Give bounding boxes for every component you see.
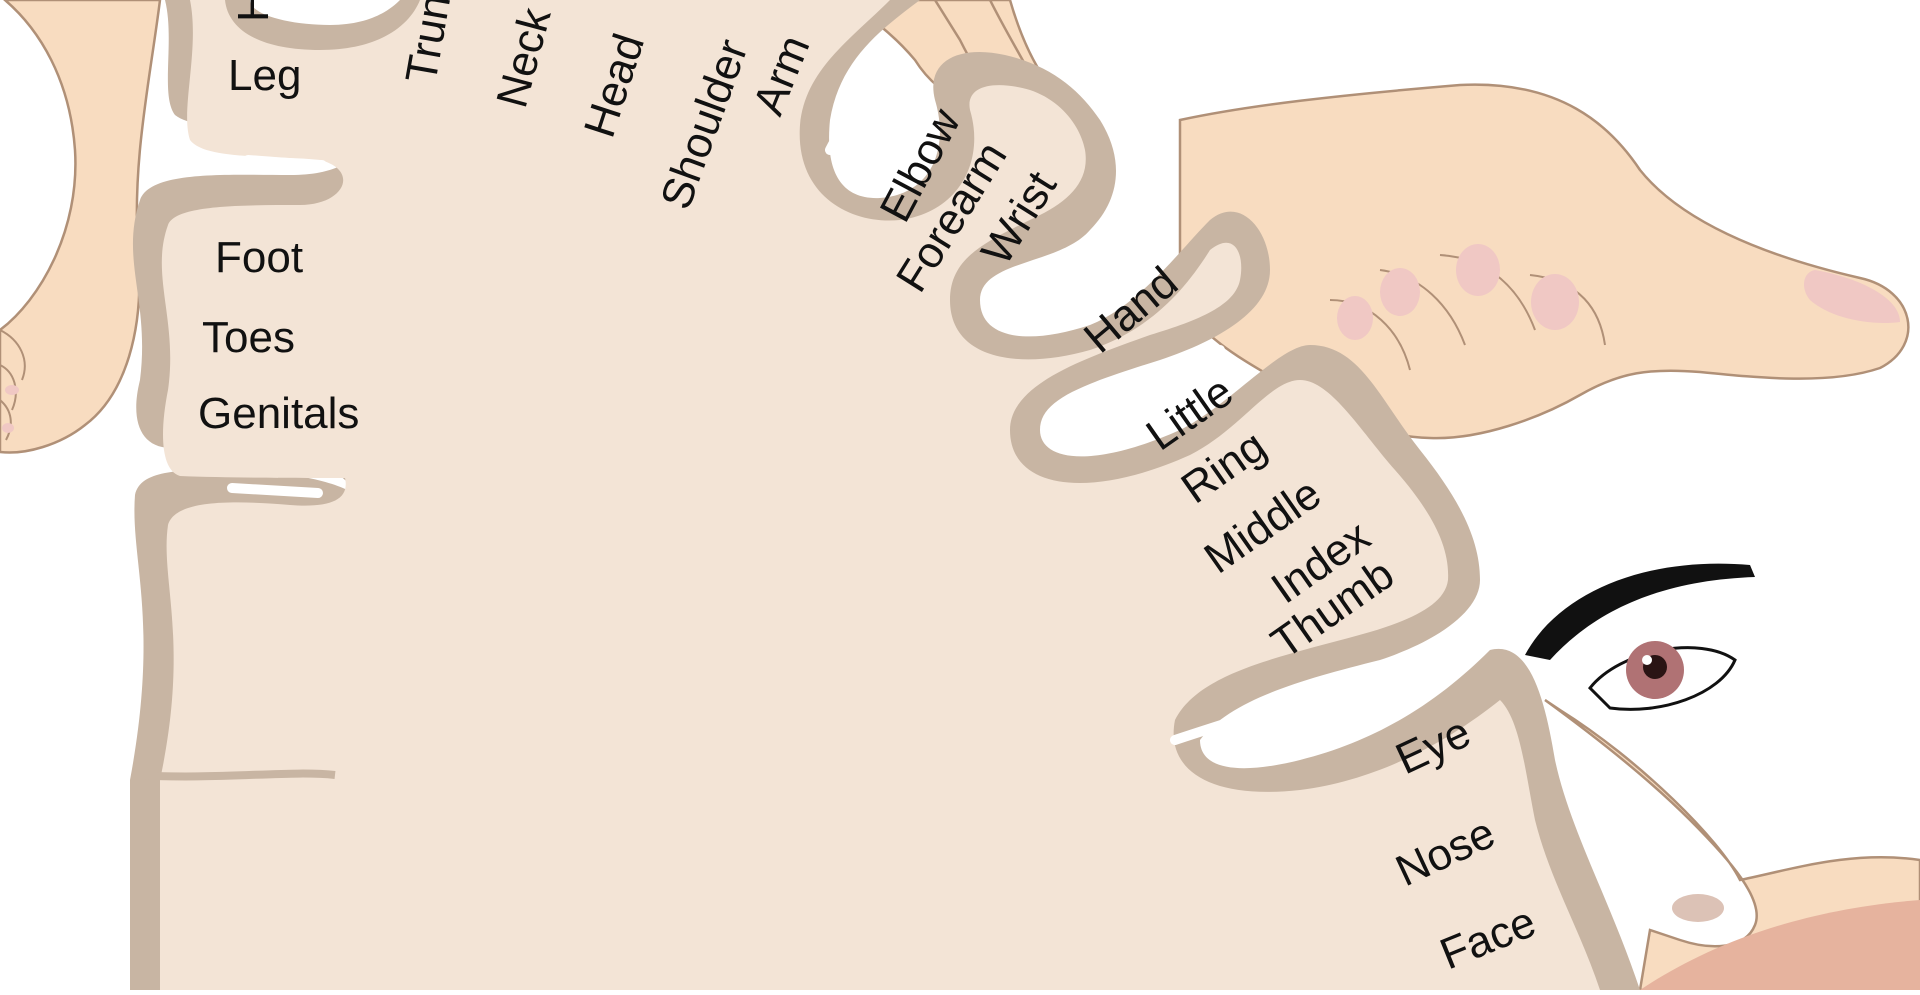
sulcus-groove [830, 80, 890, 150]
fingernail [1456, 244, 1500, 296]
nostril [1672, 894, 1724, 922]
label-genitals: Genitals [198, 389, 359, 438]
eye-illustration [1525, 564, 1755, 710]
sulcus-groove [232, 488, 318, 493]
toenail [2, 423, 14, 433]
toenail [5, 385, 19, 395]
sulcus-groove [248, 160, 322, 165]
label-foot: Foot [215, 233, 303, 282]
label-leg: Leg [228, 51, 301, 100]
label-hip: H [229, 0, 278, 22]
fingernail [1337, 296, 1373, 340]
label-toes: Toes [202, 313, 295, 362]
cortex-base-edge [132, 774, 335, 777]
fingernail [1531, 274, 1579, 330]
fingernail [1380, 268, 1420, 316]
eye-highlight [1642, 655, 1652, 665]
